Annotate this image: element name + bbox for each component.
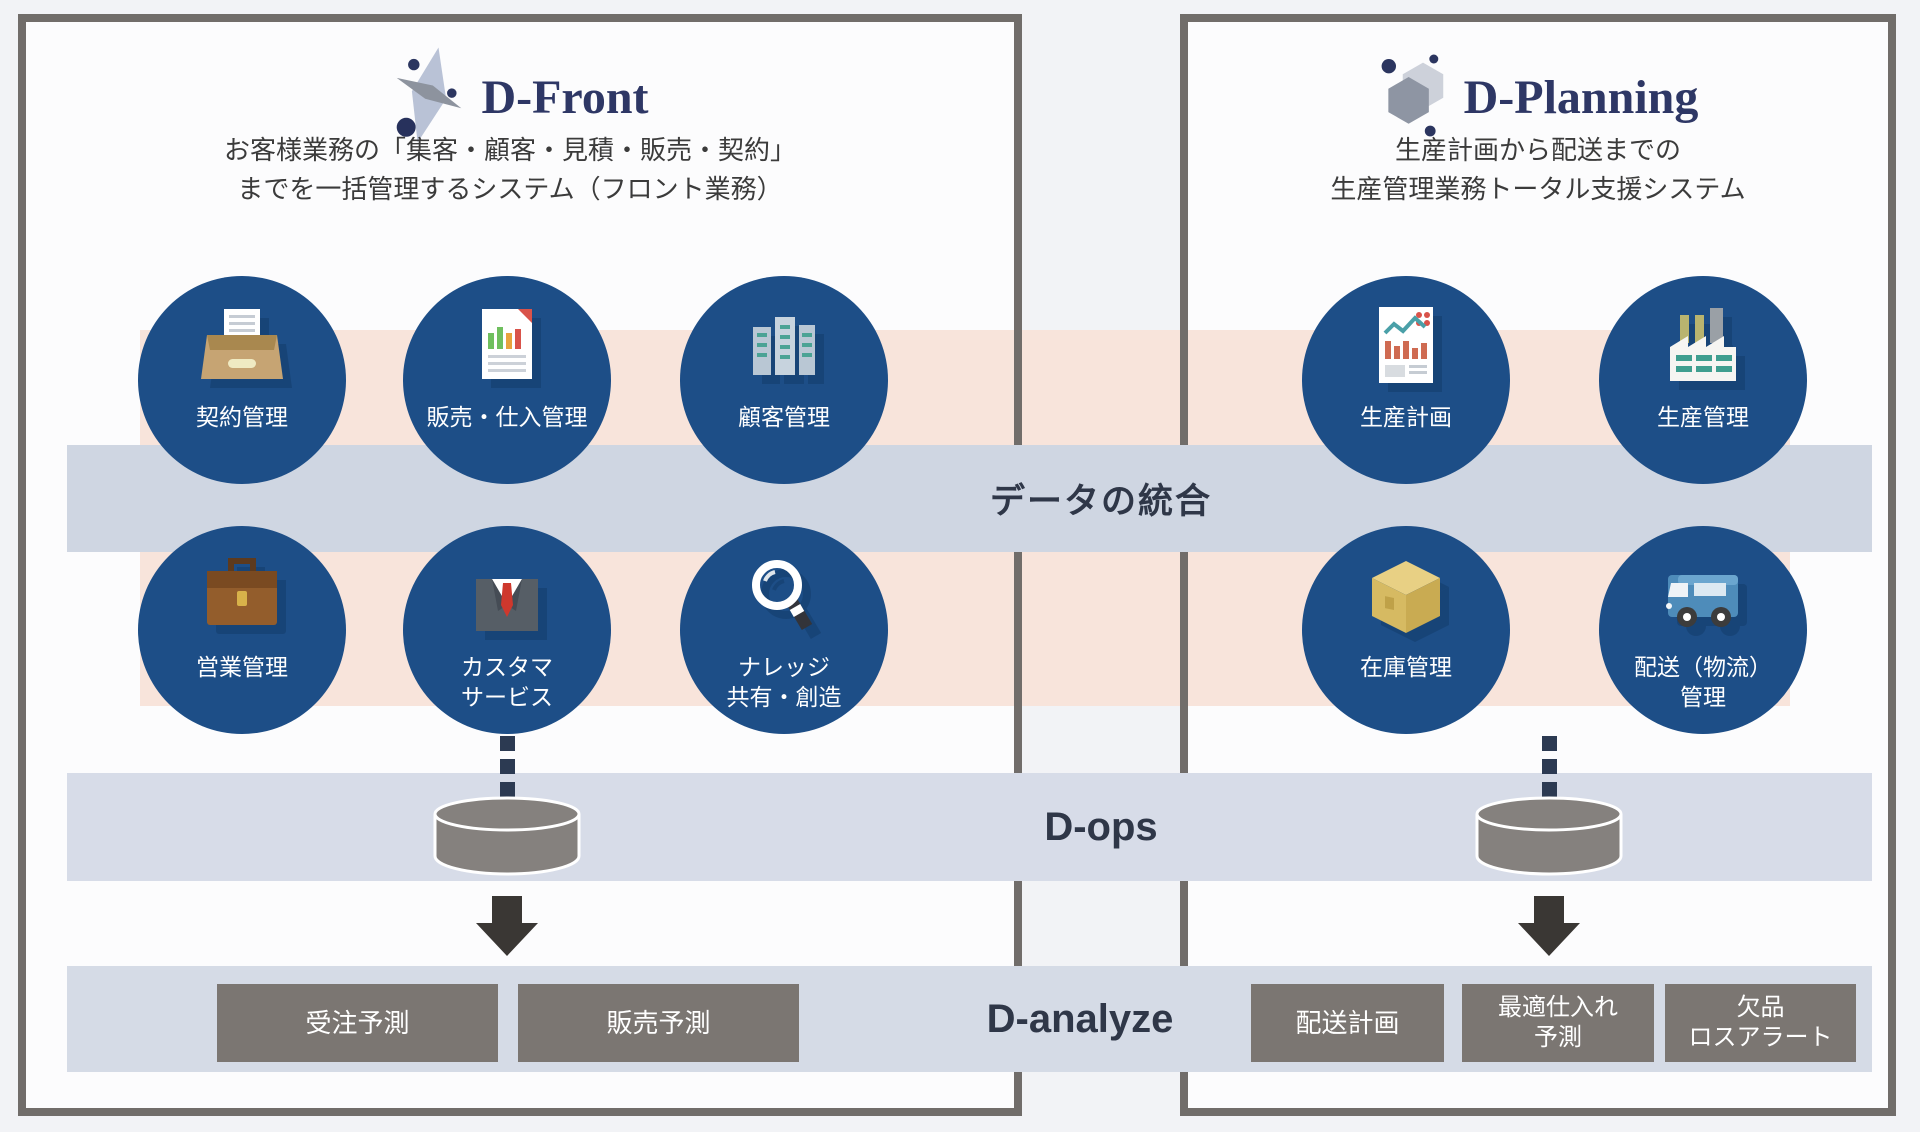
module-sales-purchase-management: 販売・仕入管理 — [403, 276, 611, 484]
module-label: 契約管理 — [196, 404, 288, 430]
module-production-planning: 生産計画 — [1302, 276, 1510, 484]
module-delivery-logistics-management: 配送（物流） 管理 — [1599, 526, 1807, 734]
module-label: 営業管理 — [196, 654, 288, 680]
down-arrow-icon — [1513, 896, 1585, 963]
analyze-item-stockout-loss-alert: 欠品 ロスアラート — [1665, 984, 1856, 1062]
delivery-truck-icon — [1658, 550, 1748, 646]
module-label: 生産管理 — [1657, 404, 1749, 430]
analyze-item-sales-forecast: 販売予測 — [518, 984, 799, 1062]
module-knowledge-sharing: ナレッジ 共有・創造 — [680, 526, 888, 734]
sales-report-icon — [462, 300, 552, 396]
d-front-logo: D-Front — [270, 42, 770, 152]
module-production-management: 生産管理 — [1599, 276, 1807, 484]
module-label: ナレッジ 共有・創造 — [726, 654, 842, 710]
dotted-connector — [500, 759, 515, 774]
analyze-item-optimal-purchase-forecast: 最適仕入れ 予測 — [1462, 984, 1654, 1062]
d-front-subtitle: お客様業務の「集客・顧客・見積・販売・契約」 までを一括管理するシステム（フロン… — [223, 135, 796, 204]
d-ops-label: D-ops — [1044, 804, 1158, 849]
module-contract-management: 契約管理 — [138, 276, 346, 484]
data-integration-label: データの統合 — [989, 482, 1212, 521]
dotted-connector — [500, 782, 515, 797]
database-cylinder-icon — [1469, 792, 1629, 885]
module-sales-management: 営業管理 — [138, 526, 346, 734]
d-planning-logo: D-Planning — [1288, 42, 1788, 152]
inbox-documents-icon — [197, 300, 287, 396]
production-plan-document-icon — [1361, 300, 1451, 396]
module-label: 在庫管理 — [1360, 654, 1452, 680]
cardboard-box-icon — [1361, 550, 1451, 646]
dotted-connector — [500, 736, 515, 751]
database-cylinder-icon — [427, 792, 587, 885]
module-label: 顧客管理 — [738, 404, 830, 430]
magnifier-icon — [739, 550, 829, 646]
factory-icon — [1658, 300, 1748, 396]
module-customer-management: 顧客管理 — [680, 276, 888, 484]
module-inventory-management: 在庫管理 — [1302, 526, 1510, 734]
sparkle-star-logo-icon — [391, 45, 467, 150]
d-planning-subtitle: 生産計画から配送までの 生産管理業務トータル支援システム — [1330, 135, 1746, 204]
dotted-connector — [1542, 736, 1557, 751]
analyze-item-order-forecast: 受注予測 — [217, 984, 498, 1062]
analyze-item-delivery-plan: 配送計画 — [1251, 984, 1444, 1062]
briefcase-icon — [197, 550, 287, 646]
hexagons-logo-icon — [1378, 49, 1450, 146]
dotted-connector — [1542, 782, 1557, 797]
down-arrow-icon — [471, 896, 543, 963]
module-label: カスタマ サービス — [461, 654, 553, 710]
data-integration-band — [67, 445, 1872, 552]
module-label: 生産計画 — [1360, 404, 1452, 430]
module-label: 販売・仕入管理 — [426, 404, 588, 430]
module-customer-service: カスタマ サービス — [403, 526, 611, 734]
d-planning-logo-text: D-Planning — [1463, 70, 1699, 124]
buildings-icon — [739, 300, 829, 396]
business-person-icon — [462, 550, 552, 646]
dotted-connector — [1542, 759, 1557, 774]
d-front-logo-text: D-Front — [481, 70, 649, 124]
module-label: 配送（物流） 管理 — [1634, 654, 1772, 710]
